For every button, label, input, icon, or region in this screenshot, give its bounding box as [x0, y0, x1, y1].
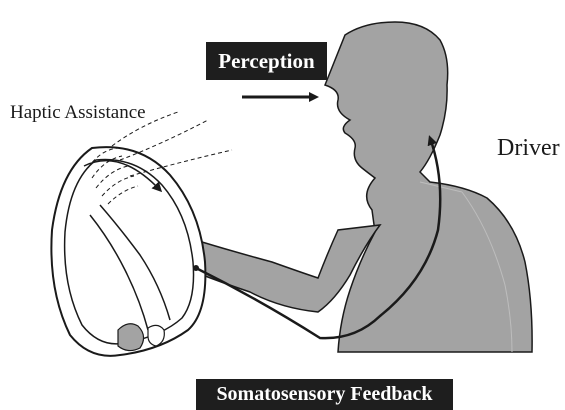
- driver-silhouette: [325, 22, 532, 352]
- haptic-assistance-label: Haptic Assistance: [10, 102, 146, 124]
- feedback-origin-dot: [193, 265, 199, 271]
- perception-label: Perception: [206, 42, 327, 80]
- driver-label: Driver: [497, 135, 560, 162]
- somatosensory-feedback-label: Somatosensory Feedback: [196, 379, 453, 410]
- steering-wheel: [51, 147, 205, 356]
